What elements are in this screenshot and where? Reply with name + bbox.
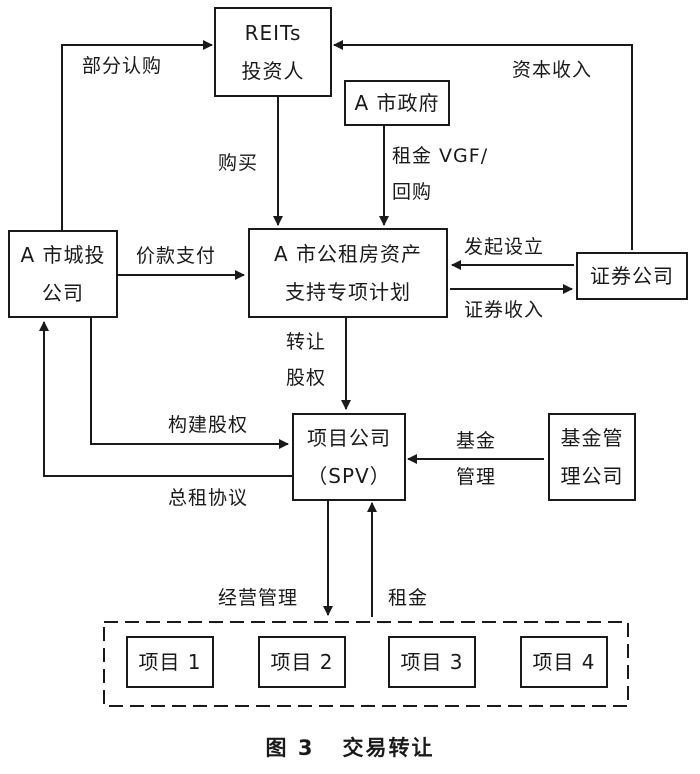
node-line: 项目 1 <box>138 650 202 674</box>
edge-label-line: 转让 <box>286 331 327 353</box>
node-line: 项目公司 <box>307 426 391 450</box>
city-government-node: A 市政府 <box>344 80 450 126</box>
node-line: 证券公司 <box>590 264 674 288</box>
node-line: 投资人 <box>241 59 305 83</box>
node-line: 项目 3 <box>400 650 464 674</box>
figure-title: 交易转让 <box>342 736 435 760</box>
securities-company-node: 证券公司 <box>576 252 688 300</box>
edge-label-operation-management: 经营管理 <box>218 587 299 609</box>
edge-label-line: 管理 <box>456 466 497 488</box>
node-line: （SPV） <box>307 464 391 488</box>
arrow-master-lease <box>39 321 292 477</box>
edge-label-partial-subscription: 部分认购 <box>82 55 163 77</box>
arrow-build-equity <box>90 318 289 449</box>
edge-label-purchase: 购买 <box>218 152 259 174</box>
node-line: 项目 4 <box>532 650 596 674</box>
node-line: 项目 2 <box>270 650 334 674</box>
special-asset-plan-node: A 市公租房资产 支持专项计划 <box>248 228 448 318</box>
project-3-node: 项目 3 <box>388 636 476 688</box>
spv-node: 项目公司 （SPV） <box>292 413 406 501</box>
edge-label-securities-income: 证券收入 <box>464 299 545 321</box>
node-line: REITs <box>244 21 302 45</box>
node-line: 基金管 <box>560 426 624 450</box>
project-2-node: 项目 2 <box>258 636 346 688</box>
edge-label-rent: 租金 <box>388 587 429 609</box>
arrow-capital-income <box>333 40 633 250</box>
edge-label-line: 回购 <box>392 181 433 203</box>
edge-label-line: 租金 VGF/ <box>392 145 489 167</box>
node-line: A 市城投 <box>20 243 106 267</box>
edge-label-transfer-equity: 转让 股权 <box>286 324 326 396</box>
node-line: A 市公租房资产 <box>273 242 423 266</box>
edge-label-capital-income: 资本收入 <box>512 59 593 81</box>
project-1-node: 项目 1 <box>126 636 214 688</box>
edge-label-price-payment: 价款支付 <box>136 245 217 267</box>
figure-number: 图 3 <box>265 736 315 760</box>
project-group-border <box>103 621 629 707</box>
edge-label-line: 股权 <box>286 367 327 389</box>
edge-label-rent-vgf: 租金 VGF/ 回购 <box>392 138 488 210</box>
node-line: 支持专项计划 <box>285 280 411 304</box>
edge-label-fund-management: 基金 管理 <box>456 423 496 495</box>
node-line: 公司 <box>42 281 84 305</box>
fund-manager-node: 基金管 理公司 <box>548 413 636 501</box>
edge-label-master-lease: 总租协议 <box>168 487 249 509</box>
city-investment-company-node: A 市城投 公司 <box>8 230 118 318</box>
reits-investor-node: REITs 投资人 <box>214 7 332 97</box>
figure-caption: 图 3 交易转让 <box>0 732 700 762</box>
node-line: 理公司 <box>560 464 624 488</box>
node-line: A 市政府 <box>354 91 440 115</box>
edge-label-line: 基金 <box>456 430 497 452</box>
arrow-partial-subscription <box>61 40 213 230</box>
project-4-node: 项目 4 <box>520 636 608 688</box>
edge-label-initiate: 发起设立 <box>464 236 545 258</box>
edge-label-build-equity: 构建股权 <box>168 414 249 436</box>
